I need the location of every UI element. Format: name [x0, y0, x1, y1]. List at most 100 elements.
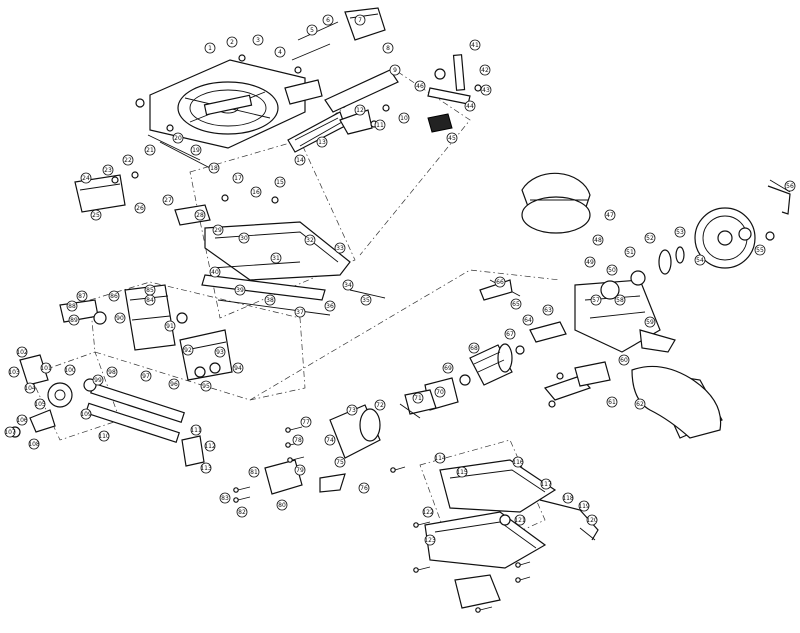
callout-number: 73 — [348, 407, 356, 414]
bevel-lock-assembly — [9, 354, 205, 467]
callout-number: 120 — [586, 517, 598, 524]
callout-number: 95 — [202, 383, 210, 390]
callout-bubble — [68, 314, 80, 326]
callout-number: 74 — [326, 437, 334, 444]
callout-number: 97 — [142, 373, 150, 380]
callout-number: 25 — [92, 212, 100, 219]
callout-number: 109 — [80, 411, 92, 418]
callout-bubble — [98, 430, 110, 442]
callout-bubble — [90, 209, 102, 221]
callout-bubble — [644, 316, 656, 328]
callout-number: 10 — [400, 115, 408, 122]
handle-assembly — [424, 459, 599, 609]
callout-number: 76 — [360, 485, 368, 492]
lock-lever-assembly — [427, 54, 482, 133]
callout-number: 48 — [594, 237, 602, 244]
callout-number: 81 — [250, 469, 258, 476]
callout-bubble — [274, 46, 286, 58]
callout-number: 59 — [646, 319, 654, 326]
callout-number: 101 — [40, 365, 52, 372]
callout-number: 113 — [200, 465, 212, 472]
callout-number: 50 — [608, 267, 616, 274]
callout-number: 7 — [358, 17, 362, 24]
callout-bubble — [66, 300, 78, 312]
callout-number: 79 — [296, 467, 304, 474]
callout-bubble — [164, 320, 176, 332]
callout-number: 65 — [512, 301, 520, 308]
callout-number: 60 — [620, 357, 628, 364]
callout-number: 47 — [606, 212, 614, 219]
callout-bubble — [144, 284, 156, 296]
callout-number: 12 — [356, 107, 364, 114]
callout-number: 115 — [456, 469, 468, 476]
callout-bubble — [604, 209, 616, 221]
callout-bubble — [16, 414, 28, 426]
callout-number: 77 — [302, 419, 310, 426]
callout-bubble — [172, 132, 184, 144]
callout-bubble — [414, 80, 426, 92]
callout-bubble — [584, 256, 596, 268]
callout-bubble — [108, 290, 120, 302]
callout-bubble — [4, 426, 16, 438]
callout-number: 22 — [124, 157, 132, 164]
callout-number: 34 — [344, 282, 352, 289]
callout-bubble — [64, 364, 76, 376]
callout-bubble — [644, 232, 656, 244]
callout-bubble — [694, 254, 706, 266]
callout-bubble — [389, 64, 401, 76]
callout-number: 100 — [64, 367, 76, 374]
callout-number: 108 — [28, 441, 40, 448]
callout-number: 53 — [676, 229, 684, 236]
callout-bubble — [562, 492, 574, 504]
callout-number: 42 — [481, 67, 489, 74]
callout-bubble — [606, 264, 618, 276]
callout-bubble — [754, 244, 766, 256]
callout-number: 121 — [514, 517, 526, 524]
callout-bubble — [374, 399, 386, 411]
callout-number: 72 — [376, 402, 384, 409]
callout-bubble — [140, 370, 152, 382]
callout-bubble — [190, 424, 202, 436]
callout-bubble — [442, 362, 454, 374]
callout-number: 21 — [146, 147, 154, 154]
callout-number: 116 — [512, 459, 524, 466]
callout-bubble — [276, 499, 288, 511]
callout-bubble — [300, 416, 312, 428]
callout-bubble — [434, 386, 446, 398]
callout-number: 80 — [278, 502, 286, 509]
callout-number: 91 — [166, 323, 174, 330]
callout-bubble — [114, 312, 126, 324]
blade-guard-assembly — [521, 172, 791, 269]
callout-bubble — [304, 234, 316, 246]
callout-number: 87 — [78, 293, 86, 300]
callout-bubble — [424, 534, 436, 546]
callout-bubble — [334, 456, 346, 468]
callout-bubble — [226, 36, 238, 48]
callout-bubble — [634, 398, 646, 410]
callout-bubble — [354, 104, 366, 116]
callout-bubble — [40, 362, 52, 374]
callout-bubble — [106, 366, 118, 378]
callout-number: 123 — [424, 537, 436, 544]
callout-number: 98 — [108, 369, 116, 376]
callout-bubble — [540, 478, 552, 490]
callout-number: 36 — [326, 303, 334, 310]
callout-bubble — [248, 466, 260, 478]
callout-number: 17 — [234, 175, 242, 182]
callout-bubble — [294, 306, 306, 318]
callout-number: 112 — [204, 443, 216, 450]
callout-number: 8 — [386, 45, 390, 52]
callout-number: 31 — [272, 255, 280, 262]
callout-number: 71 — [414, 395, 422, 402]
callout-number: 52 — [646, 235, 654, 242]
callout-number: 70 — [436, 389, 444, 396]
callout-number: 5 — [310, 27, 314, 34]
callout-number: 1 — [208, 45, 212, 52]
callout-number: 33 — [336, 245, 344, 252]
callout-bubble — [162, 194, 174, 206]
callout-bubble — [614, 294, 626, 306]
callout-bubble — [586, 514, 598, 526]
callout-bubble — [464, 100, 476, 112]
callout-bubble — [190, 144, 202, 156]
callout-bubble — [102, 164, 114, 176]
